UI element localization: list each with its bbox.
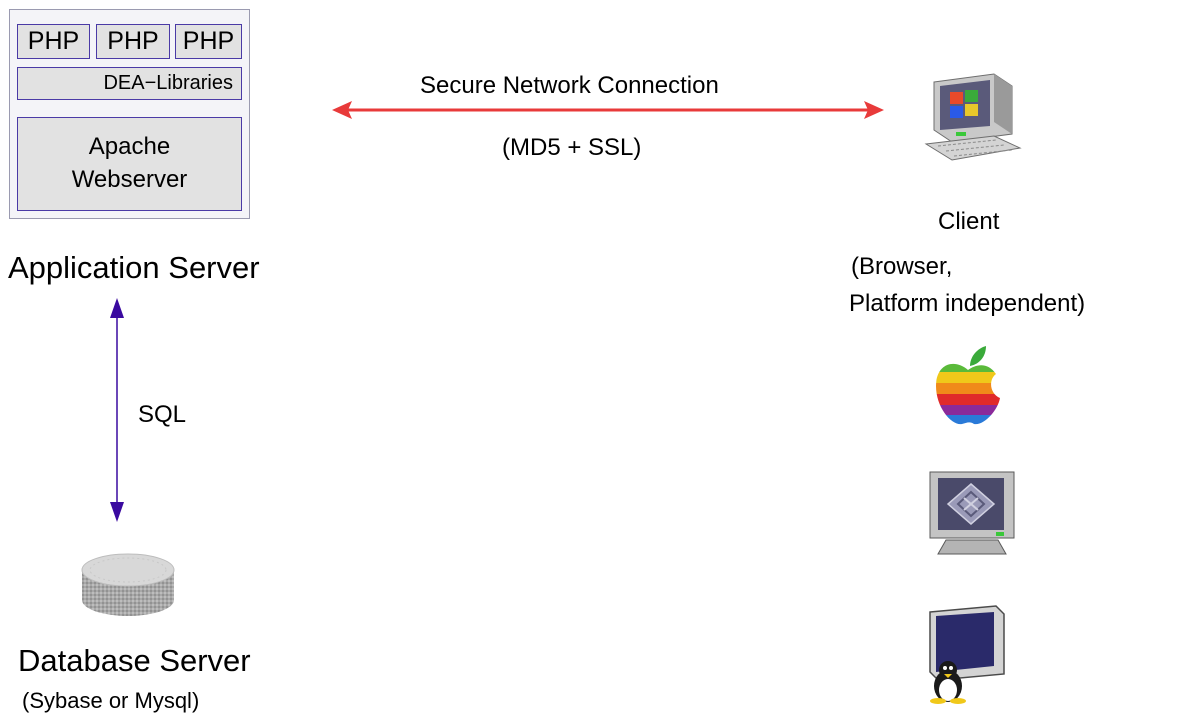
sql-label: SQL [138, 401, 187, 428]
php-module-3: PHP [175, 24, 242, 59]
sql-arrow [110, 298, 124, 522]
database-icon [81, 553, 175, 616]
apache-label: Apache [88, 133, 171, 160]
client-subtitle-line1: (Browser, [851, 253, 953, 280]
database-subtitle: (Sybase or Mysql) [22, 688, 200, 713]
webserver-label: Webserver [71, 166, 188, 193]
windows-pc-icon [924, 73, 1022, 161]
php-module-2: PHP [96, 24, 170, 59]
linux-monitor-icon [929, 605, 1005, 704]
client-title: Client [938, 208, 1000, 235]
application-server-title: Application Server [8, 250, 260, 285]
apple-icon [936, 346, 1000, 425]
apache-webserver-box: Apache Webserver [17, 117, 242, 211]
sun-workstation-icon [929, 471, 1015, 555]
php-module-1: PHP [17, 24, 90, 59]
connection-label: Secure Network Connection [420, 72, 719, 99]
dea-libraries-box: DEA−Libraries [17, 67, 242, 100]
secure-connection-arrow [332, 101, 884, 119]
database-title: Database Server [18, 643, 251, 678]
protocol-label: (MD5 + SSL) [502, 134, 642, 161]
client-subtitle-line2: Platform independent) [849, 290, 1086, 317]
application-server-box: PHP PHP PHP DEA−Libraries Apache Webserv… [9, 9, 250, 219]
